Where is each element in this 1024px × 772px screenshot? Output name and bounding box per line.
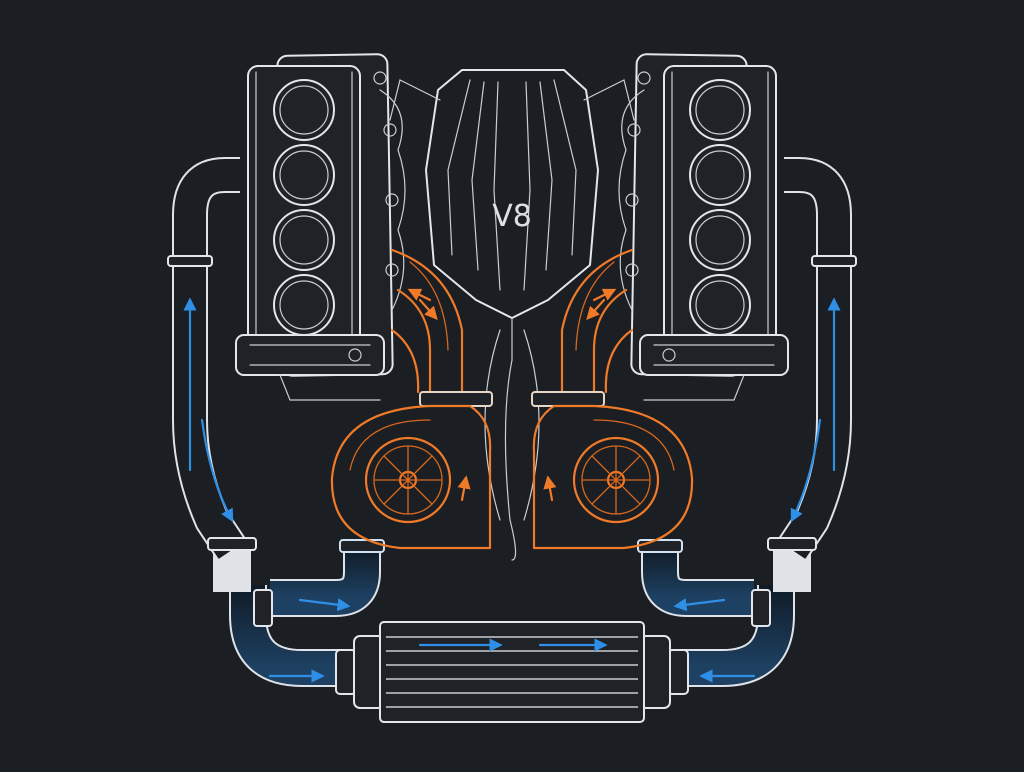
left-turbocharger [330,404,492,550]
flow-arrow-icon [790,418,822,523]
right-cylinder-bank [618,53,789,401]
right-turbocharger [532,404,694,550]
intercooler [335,621,689,723]
flow-arrow-icon [200,418,234,523]
flow-arrow-icon [673,598,726,612]
intake-manifold: V8 [389,69,635,561]
flow-arrow-icon [298,598,351,612]
left-exhaust-manifold [390,248,493,407]
left-cylinder-bank [235,53,406,401]
right-exhaust-manifold [531,248,634,407]
turbine-wheel-icon [364,436,452,524]
cold-charge-piping [213,548,811,687]
engine-label: V8 [492,199,532,234]
coolant-flow-arrows [183,297,841,683]
turbine-wheel-icon [572,436,660,524]
